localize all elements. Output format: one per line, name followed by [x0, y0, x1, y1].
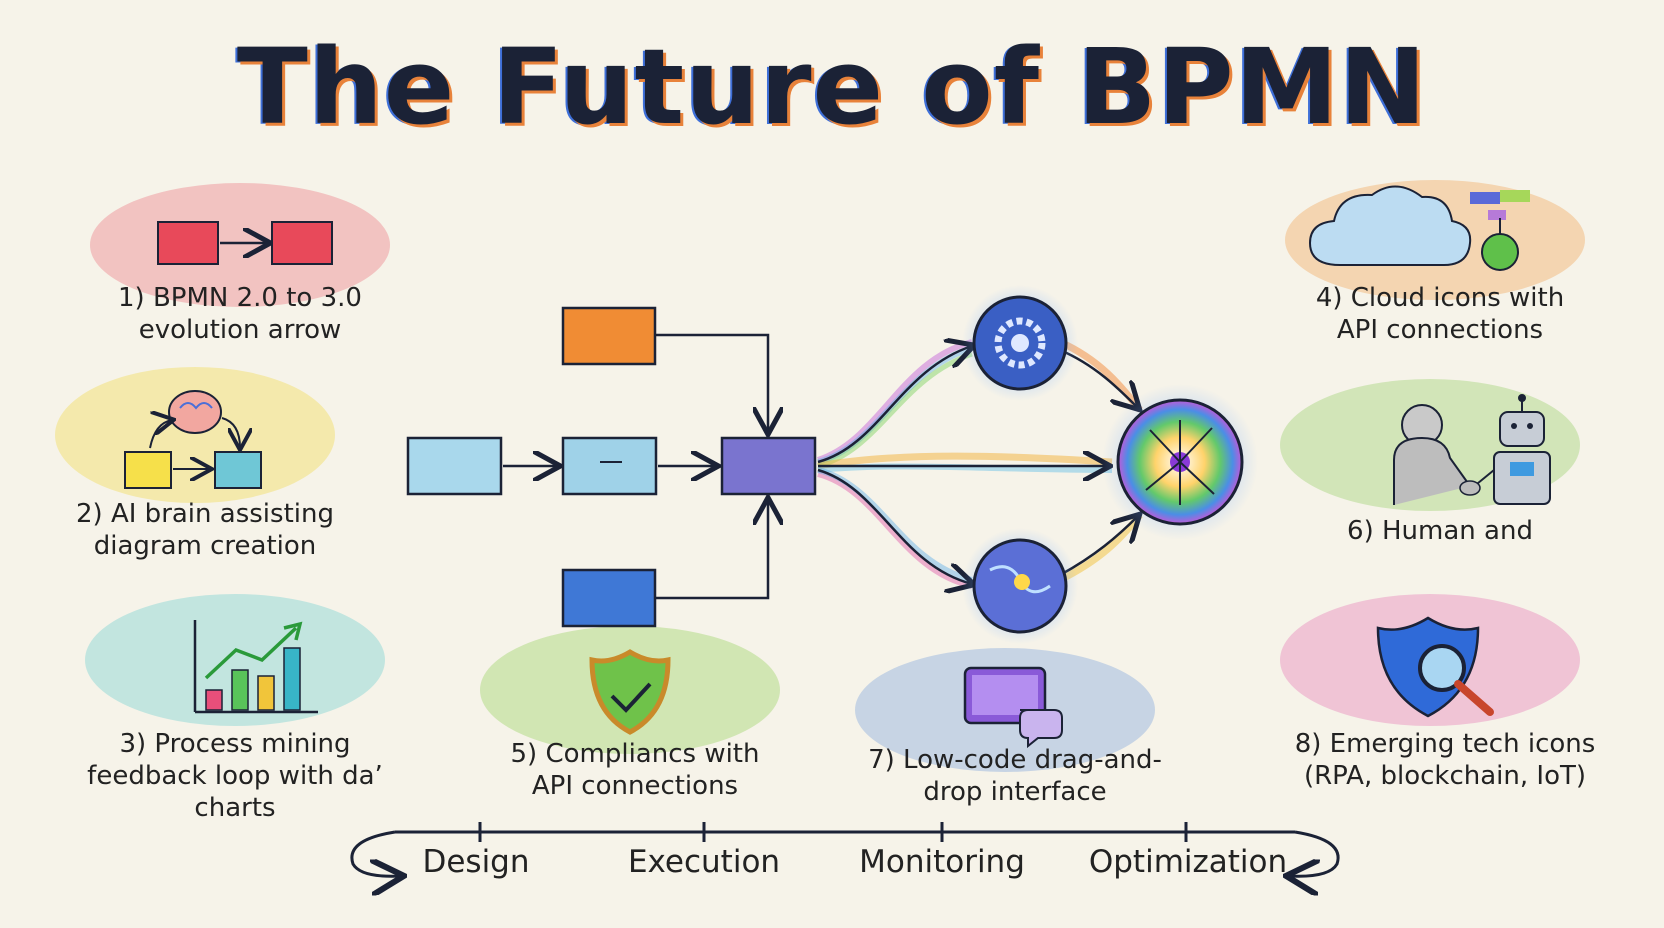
page-title: The Future of BPMN	[236, 26, 1428, 148]
gear-icon	[962, 285, 1078, 401]
flow-diagram	[406, 306, 1140, 628]
lifecycle-timeline	[350, 822, 1340, 876]
flow-box-merge	[720, 436, 817, 496]
brain-icon	[124, 390, 262, 489]
globe-icon	[962, 528, 1078, 644]
phase-execution: Execution	[627, 844, 781, 880]
phase-monitoring: Monitoring	[859, 844, 1025, 880]
arrow-icon	[157, 221, 333, 265]
flow-box-blue	[561, 568, 657, 628]
cloud-icon	[1308, 185, 1530, 271]
phase-optimization: Optimization	[1088, 844, 1288, 880]
tablet-chat-icon	[963, 666, 1063, 749]
flow-box-start	[406, 436, 503, 496]
flow-box-middle	[561, 436, 658, 496]
item-7-label: 7) Low-code drag-and-drop interface	[868, 745, 1162, 807]
shield-magnifier-icon	[1376, 616, 1494, 718]
flow-box-orange	[561, 306, 657, 366]
phase-design: Design	[422, 844, 530, 880]
swash-2	[55, 367, 335, 503]
item-6-label: 6) Human and	[1347, 516, 1533, 546]
swash-3	[85, 594, 385, 726]
neural-network-icon	[1102, 384, 1258, 540]
swash-1	[90, 183, 390, 307]
item-8-label: 8) Emerging tech icons(RPA, blockchain, …	[1294, 729, 1596, 791]
bar-chart-icon	[193, 620, 318, 714]
shield-check-icon	[589, 649, 671, 735]
handshake-robot-icon	[1393, 394, 1551, 505]
